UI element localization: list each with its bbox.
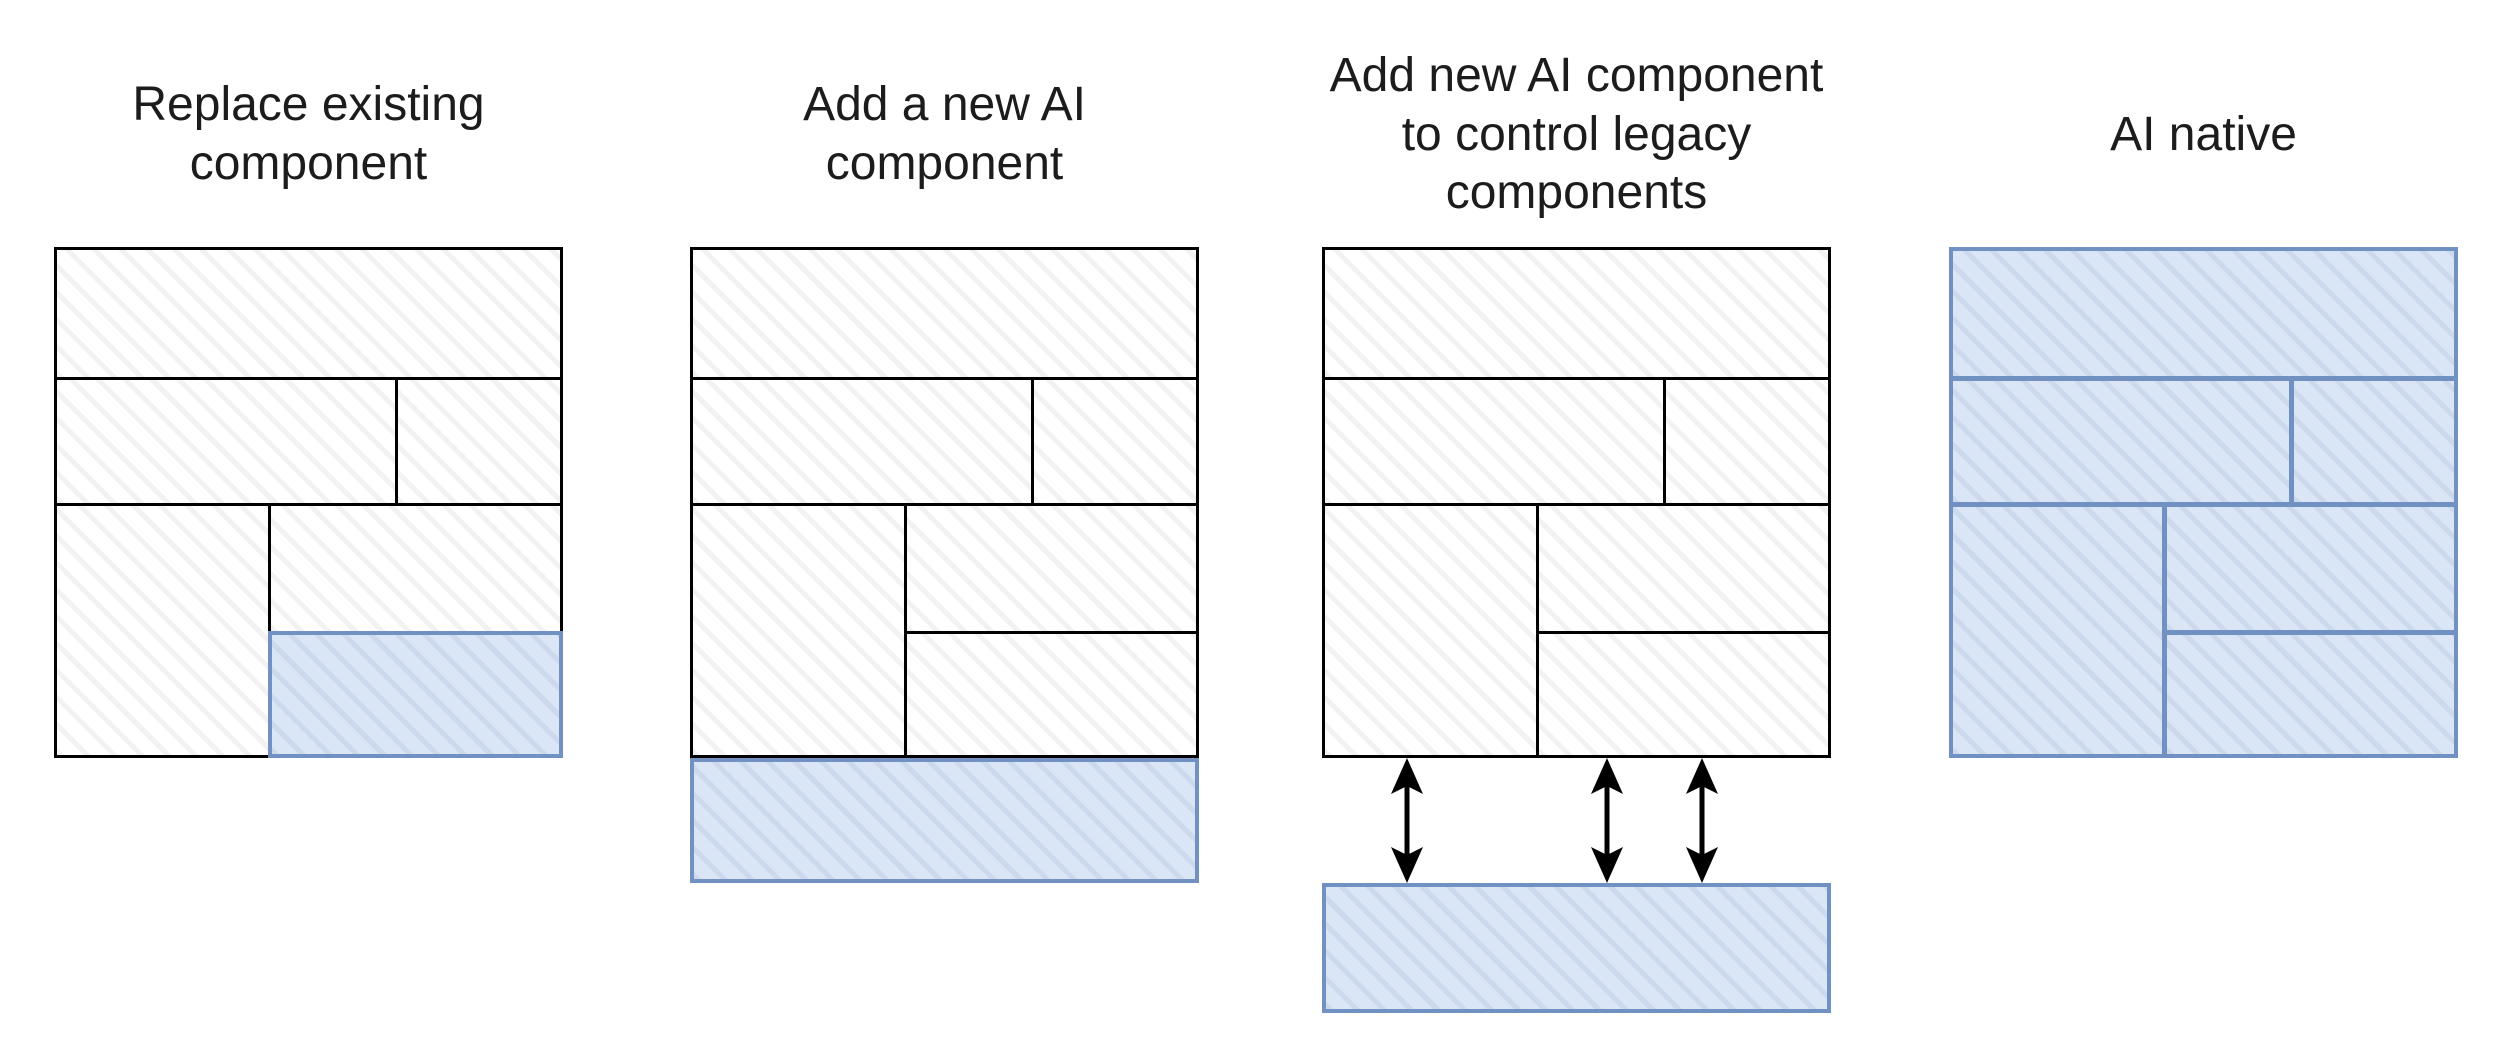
component-box-bottom-right-top <box>2163 503 2458 634</box>
component-box-mid-left <box>1949 377 2293 506</box>
component-box-bottom-right-top <box>1536 503 1831 634</box>
ai-component-box <box>690 758 1199 883</box>
component-box-mid-left <box>54 377 398 506</box>
component-box-bottom-left <box>1322 503 1539 758</box>
panel-title-add-new-ai: Add a new AI component <box>803 78 1086 190</box>
component-grid <box>690 247 1199 758</box>
component-grid <box>54 247 563 758</box>
component-box-bottom-right-top <box>904 503 1199 634</box>
component-box-top <box>1949 247 2458 380</box>
component-box-top <box>1322 247 1831 380</box>
component-box-bottom-left <box>54 503 271 758</box>
component-box-bottom-right-bottom <box>2163 631 2458 758</box>
component-box-bottom-right-top <box>268 503 563 634</box>
panel-ai-native <box>1949 247 2458 1047</box>
component-box-bottom-left <box>1949 503 2166 758</box>
bidirectional-arrow-icon <box>1389 758 1425 883</box>
panel-title-ai-native: AI native <box>2110 107 2297 161</box>
panel-title-replace-existing: Replace existing component <box>132 78 485 190</box>
component-box-bottom-right-bottom <box>1536 631 1831 758</box>
component-box-mid-left <box>690 377 1034 506</box>
component-box-mid-right <box>1663 377 1831 506</box>
panel-title-ai-control-legacy: Add new AI component to control legacy c… <box>1329 49 1824 220</box>
component-box-bottom-right-bottom <box>904 631 1199 758</box>
component-grid <box>1322 247 1831 758</box>
ai-controller-box <box>1322 883 1831 1013</box>
component-box-bottom-left <box>690 503 907 758</box>
component-box-mid-right <box>395 377 563 506</box>
panel-ai-control-legacy <box>1322 247 1831 1047</box>
component-box-top <box>690 247 1199 380</box>
bidirectional-arrow-icon <box>1589 758 1625 883</box>
panel-add-new-ai <box>690 247 1199 1047</box>
ai-replacement-box <box>268 631 563 758</box>
component-box-top <box>54 247 563 380</box>
bidirectional-arrow-icon <box>1684 758 1720 883</box>
component-box-mid-left <box>1322 377 1666 506</box>
component-box-mid-right <box>1031 377 1199 506</box>
component-grid <box>1949 247 2458 758</box>
panel-replace-existing <box>54 247 563 1047</box>
component-box-mid-right <box>2290 377 2458 506</box>
